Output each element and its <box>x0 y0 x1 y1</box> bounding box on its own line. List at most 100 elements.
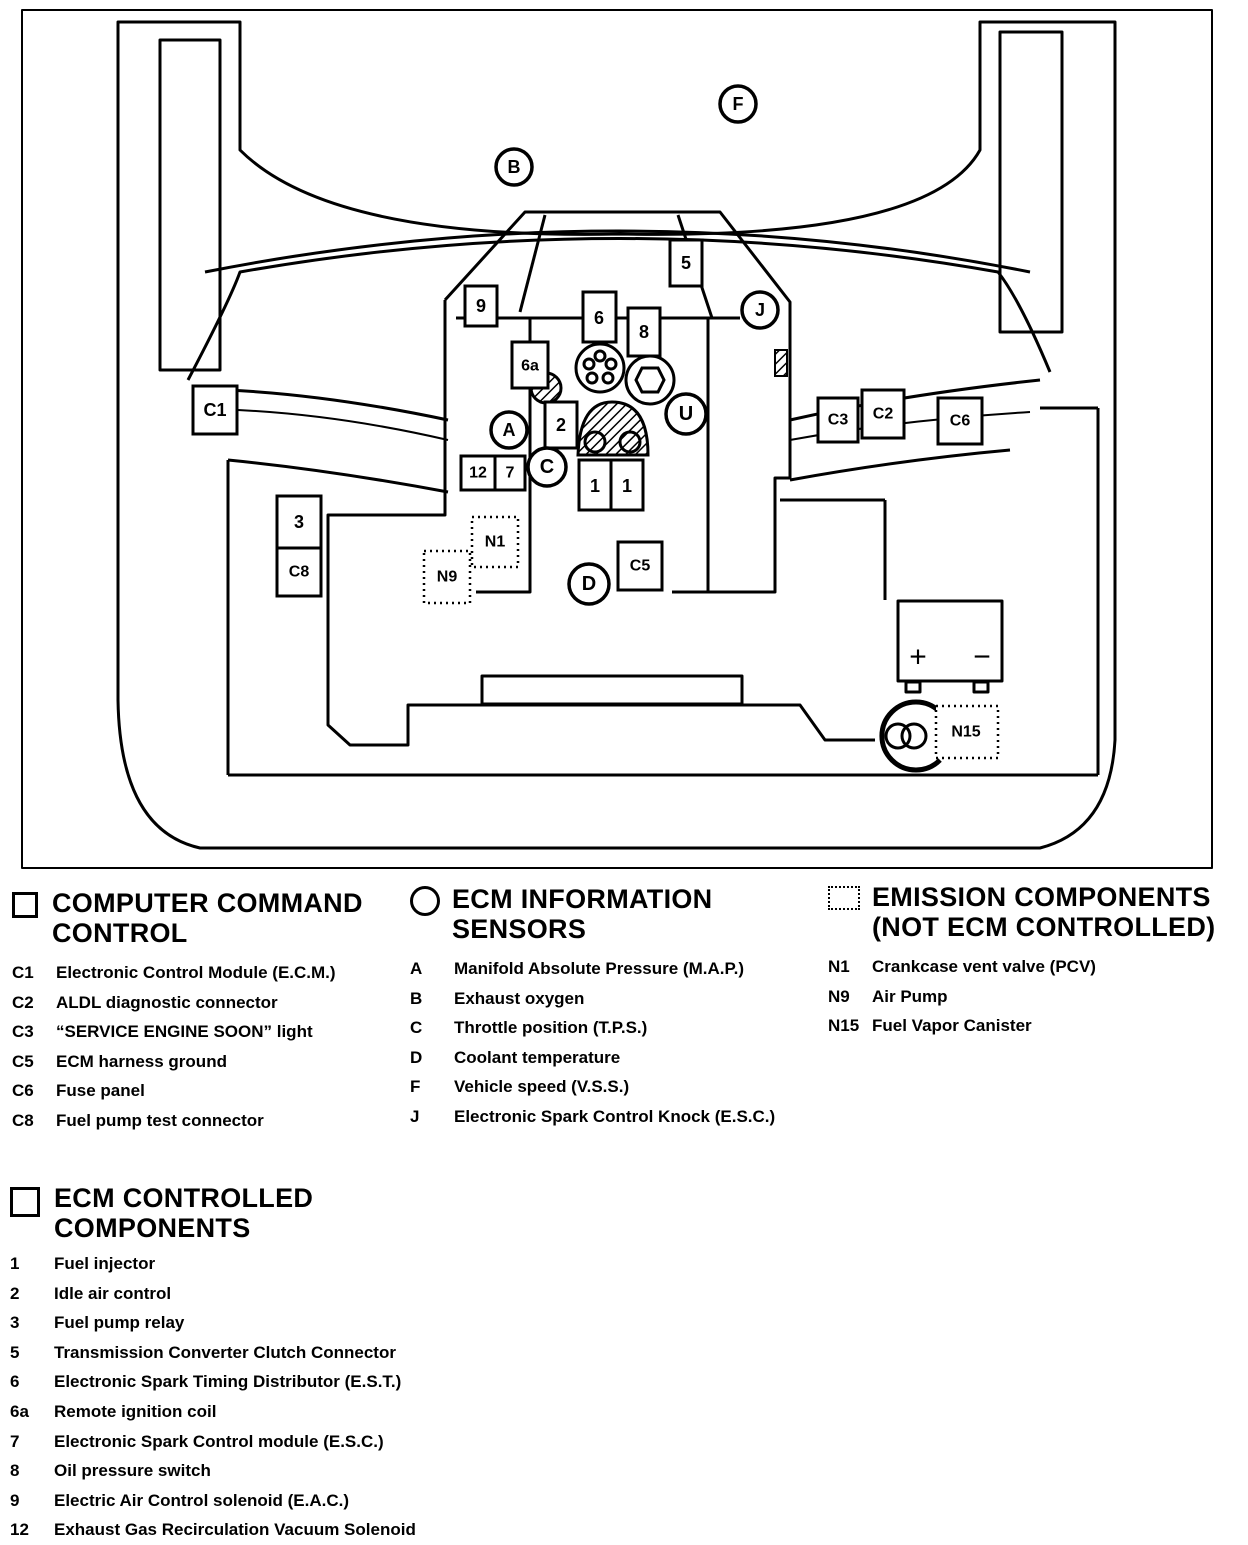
box-6 <box>581 290 618 344</box>
sensor-circle-u <box>664 392 708 436</box>
sensor-circle-d <box>567 562 611 606</box>
marker-c2: C2 <box>873 406 894 423</box>
box-c2 <box>860 388 906 440</box>
left-fender-pillar <box>158 38 222 372</box>
marker-c5: C5 <box>630 558 651 575</box>
engine-compartment-diagram: B F J A C U D C1 9 5 6 8 6a 2 12 7 1 1 3… <box>21 9 1213 869</box>
box-8 <box>626 306 662 358</box>
square-symbol-icon <box>10 1187 40 1217</box>
battery <box>896 599 1004 683</box>
legend-emission-components: EMISSION COMPONENTS (NOT ECM CONTROLLED)… <box>828 882 1238 1041</box>
cowl-panel <box>186 237 1052 381</box>
box-9 <box>463 284 499 328</box>
box-c1 <box>191 384 239 436</box>
box-c8 <box>275 546 323 598</box>
legend-title: EMISSION COMPONENTS (NOT ECM CONTROLLED) <box>872 882 1216 942</box>
sensor-circle-c <box>526 446 568 488</box>
sensor-circle-f <box>718 84 758 124</box>
circle-symbol-icon <box>410 886 440 916</box>
sensor-circle-j <box>740 290 780 330</box>
marker-j: J <box>755 300 765 320</box>
box-c5 <box>616 540 664 592</box>
marker-1b: 1 <box>622 476 632 496</box>
marker-3: 3 <box>294 512 304 532</box>
legend-title: ECM CONTROLLED COMPONENTS <box>54 1183 314 1243</box>
marker-c: C <box>540 456 554 478</box>
square-symbol-icon <box>12 892 38 918</box>
radiator-support-bar <box>480 674 744 706</box>
box-n1 <box>470 515 520 569</box>
marker-f: F <box>733 94 744 114</box>
dotted-square-symbol-icon <box>828 886 860 910</box>
engine-plenum <box>443 210 792 594</box>
marker-12: 12 <box>469 465 487 482</box>
box-n15 <box>934 704 1000 760</box>
marker-c3: C3 <box>828 412 849 429</box>
diagram-frame <box>21 9 1213 869</box>
box-n9 <box>422 549 472 605</box>
box-7 <box>493 454 527 492</box>
list-item: C3“SERVICE ENGINE SOON” light <box>12 1022 313 1042</box>
marker-n15: N15 <box>951 724 980 741</box>
legend-title: ECM INFORMATION SENSORS <box>452 884 713 944</box>
box-5 <box>668 238 704 288</box>
battery-plus: + <box>909 641 927 674</box>
marker-n9: N9 <box>437 569 458 586</box>
marker-2: 2 <box>556 415 566 435</box>
marker-d: D <box>582 573 596 595</box>
box-2 <box>543 400 579 450</box>
marker-a: A <box>503 420 516 440</box>
marker-6a: 6a <box>521 358 539 375</box>
marker-n1: N1 <box>485 534 506 551</box>
fuel-vapor-canister <box>879 699 942 773</box>
marker-c1: C1 <box>203 400 226 420</box>
marker-6: 6 <box>594 308 604 328</box>
box-c6 <box>936 396 984 446</box>
marker-7: 7 <box>506 465 515 482</box>
marker-c6: C6 <box>950 413 971 430</box>
box-c3 <box>816 396 860 444</box>
sensor-circle-b <box>494 147 534 187</box>
car-body-outline <box>116 20 1117 850</box>
box-1b <box>609 458 645 512</box>
marker-1a: 1 <box>590 476 600 496</box>
marker-c8: C8 <box>289 564 310 581</box>
battery-minus: − <box>973 641 991 674</box>
sensor-circle-a <box>489 410 529 450</box>
marker-5: 5 <box>681 253 691 273</box>
marker-u: U <box>679 403 693 425</box>
box-6a <box>510 340 550 390</box>
marker-b: B <box>508 157 521 177</box>
legend-title: COMPUTER COMMAND CONTROL <box>52 888 363 948</box>
marker-8: 8 <box>639 322 649 342</box>
